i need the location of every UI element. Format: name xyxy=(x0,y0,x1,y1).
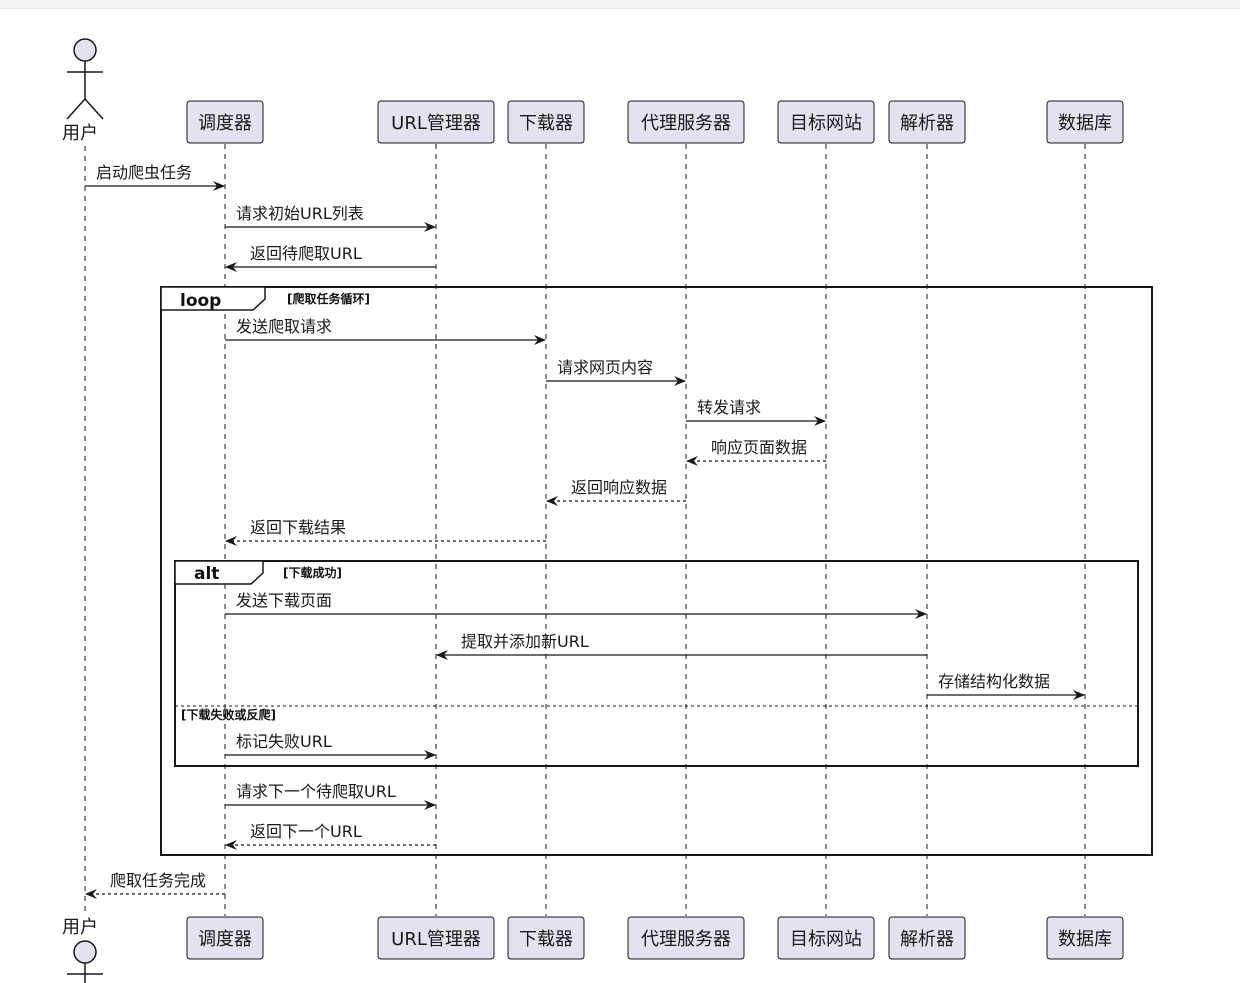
top-bar xyxy=(0,0,1240,9)
participant-dl-top-label: 下载器 xyxy=(519,113,573,134)
message-1-label: 启动爬虫任务 xyxy=(96,163,192,182)
message-2: 请求初始URL列表 xyxy=(225,204,436,232)
participant-db-top: 数据库 xyxy=(1046,100,1124,144)
alt-condition: [下载成功] xyxy=(283,565,342,580)
message-9: 返回下载结果 xyxy=(225,518,546,546)
participant-parser-top: 解析器 xyxy=(888,100,966,144)
message-14-label: 请求下一个待爬取URL xyxy=(236,782,396,801)
participant-urlmgr-bottom: URL管理器 xyxy=(377,916,495,960)
participant-dl-bottom-label: 下载器 xyxy=(519,929,573,950)
message-9-label: 返回下载结果 xyxy=(250,518,346,537)
participant-sched-bottom-label: 调度器 xyxy=(198,929,252,950)
message-10-label: 发送下载页面 xyxy=(236,591,332,610)
message-4-label: 发送爬取请求 xyxy=(236,317,332,336)
message-8-label: 返回响应数据 xyxy=(571,478,667,497)
participant-proxy-top: 代理服务器 xyxy=(627,100,745,144)
participant-site-top: 目标网站 xyxy=(777,100,875,144)
participant-proxy-bottom-label: 代理服务器 xyxy=(641,929,731,950)
participant-dl-top: 下载器 xyxy=(507,100,585,144)
message-15-label: 返回下一个URL xyxy=(250,822,362,841)
participant-dl-bottom: 下载器 xyxy=(507,916,585,960)
message-1: 启动爬虫任务 xyxy=(85,163,225,191)
message-14: 请求下一个待爬取URL xyxy=(225,782,436,810)
loop-keyword: loop xyxy=(180,291,221,311)
actor-user-bottom-icon xyxy=(67,940,103,983)
participant-db-bottom-label: 数据库 xyxy=(1058,929,1112,950)
participant-parser-bottom: 解析器 xyxy=(888,916,966,960)
message-11: 提取并添加新URL xyxy=(436,632,927,660)
participant-proxy-bottom: 代理服务器 xyxy=(627,916,745,960)
participant-db-top-label: 数据库 xyxy=(1058,113,1112,134)
participant-sched-bottom: 调度器 xyxy=(186,916,264,960)
message-13-label: 标记失败URL xyxy=(236,732,332,751)
message-2-label: 请求初始URL列表 xyxy=(236,204,364,223)
message-16-label: 爬取任务完成 xyxy=(110,871,206,890)
message-3-label: 返回待爬取URL xyxy=(250,244,362,263)
message-13: 标记失败URL xyxy=(225,732,436,760)
actor-user-top-label: 用户 xyxy=(62,123,98,144)
message-15: 返回下一个URL xyxy=(225,822,436,850)
message-5-label: 请求网页内容 xyxy=(557,358,653,377)
participant-urlmgr-bottom-label: URL管理器 xyxy=(391,929,481,950)
alt-fragment: alt [下载成功] [下载失败或反爬] xyxy=(174,560,1139,767)
participant-sched-top: 调度器 xyxy=(186,100,264,144)
loop-fragment: loop [爬取任务循环] xyxy=(160,286,1153,856)
participant-proxy-top-label: 代理服务器 xyxy=(641,113,731,134)
loop-condition: [爬取任务循环] xyxy=(287,291,370,306)
participant-site-bottom-label: 目标网站 xyxy=(790,929,862,950)
message-4: 发送爬取请求 xyxy=(225,317,546,345)
participant-urlmgr-top-label: URL管理器 xyxy=(391,113,481,134)
participant-site-bottom: 目标网站 xyxy=(777,916,875,960)
participant-db-bottom: 数据库 xyxy=(1046,916,1124,960)
message-11-label: 提取并添加新URL xyxy=(461,632,589,651)
message-5: 请求网页内容 xyxy=(546,358,686,386)
message-12: 存储结构化数据 xyxy=(927,672,1085,700)
message-7: 响应页面数据 xyxy=(686,438,826,466)
message-16: 爬取任务完成 xyxy=(85,871,225,899)
participant-site-top-label: 目标网站 xyxy=(790,113,862,134)
alt-keyword: alt xyxy=(194,564,219,584)
message-6: 转发请求 xyxy=(686,398,826,426)
alt-else-condition: [下载失败或反爬] xyxy=(181,707,276,722)
message-10: 发送下载页面 xyxy=(225,591,927,619)
actor-user-bottom-label: 用户 xyxy=(62,917,98,938)
participant-sched-top-label: 调度器 xyxy=(198,113,252,134)
participant-parser-bottom-label: 解析器 xyxy=(900,929,954,950)
message-12-label: 存储结构化数据 xyxy=(938,672,1050,691)
participant-urlmgr-top: URL管理器 xyxy=(377,100,495,144)
participant-parser-top-label: 解析器 xyxy=(900,113,954,134)
message-7-label: 响应页面数据 xyxy=(711,438,807,457)
message-3: 返回待爬取URL xyxy=(225,244,436,272)
message-8: 返回响应数据 xyxy=(546,478,686,506)
actor-user-top-icon xyxy=(66,38,104,120)
message-6-label: 转发请求 xyxy=(697,398,761,417)
